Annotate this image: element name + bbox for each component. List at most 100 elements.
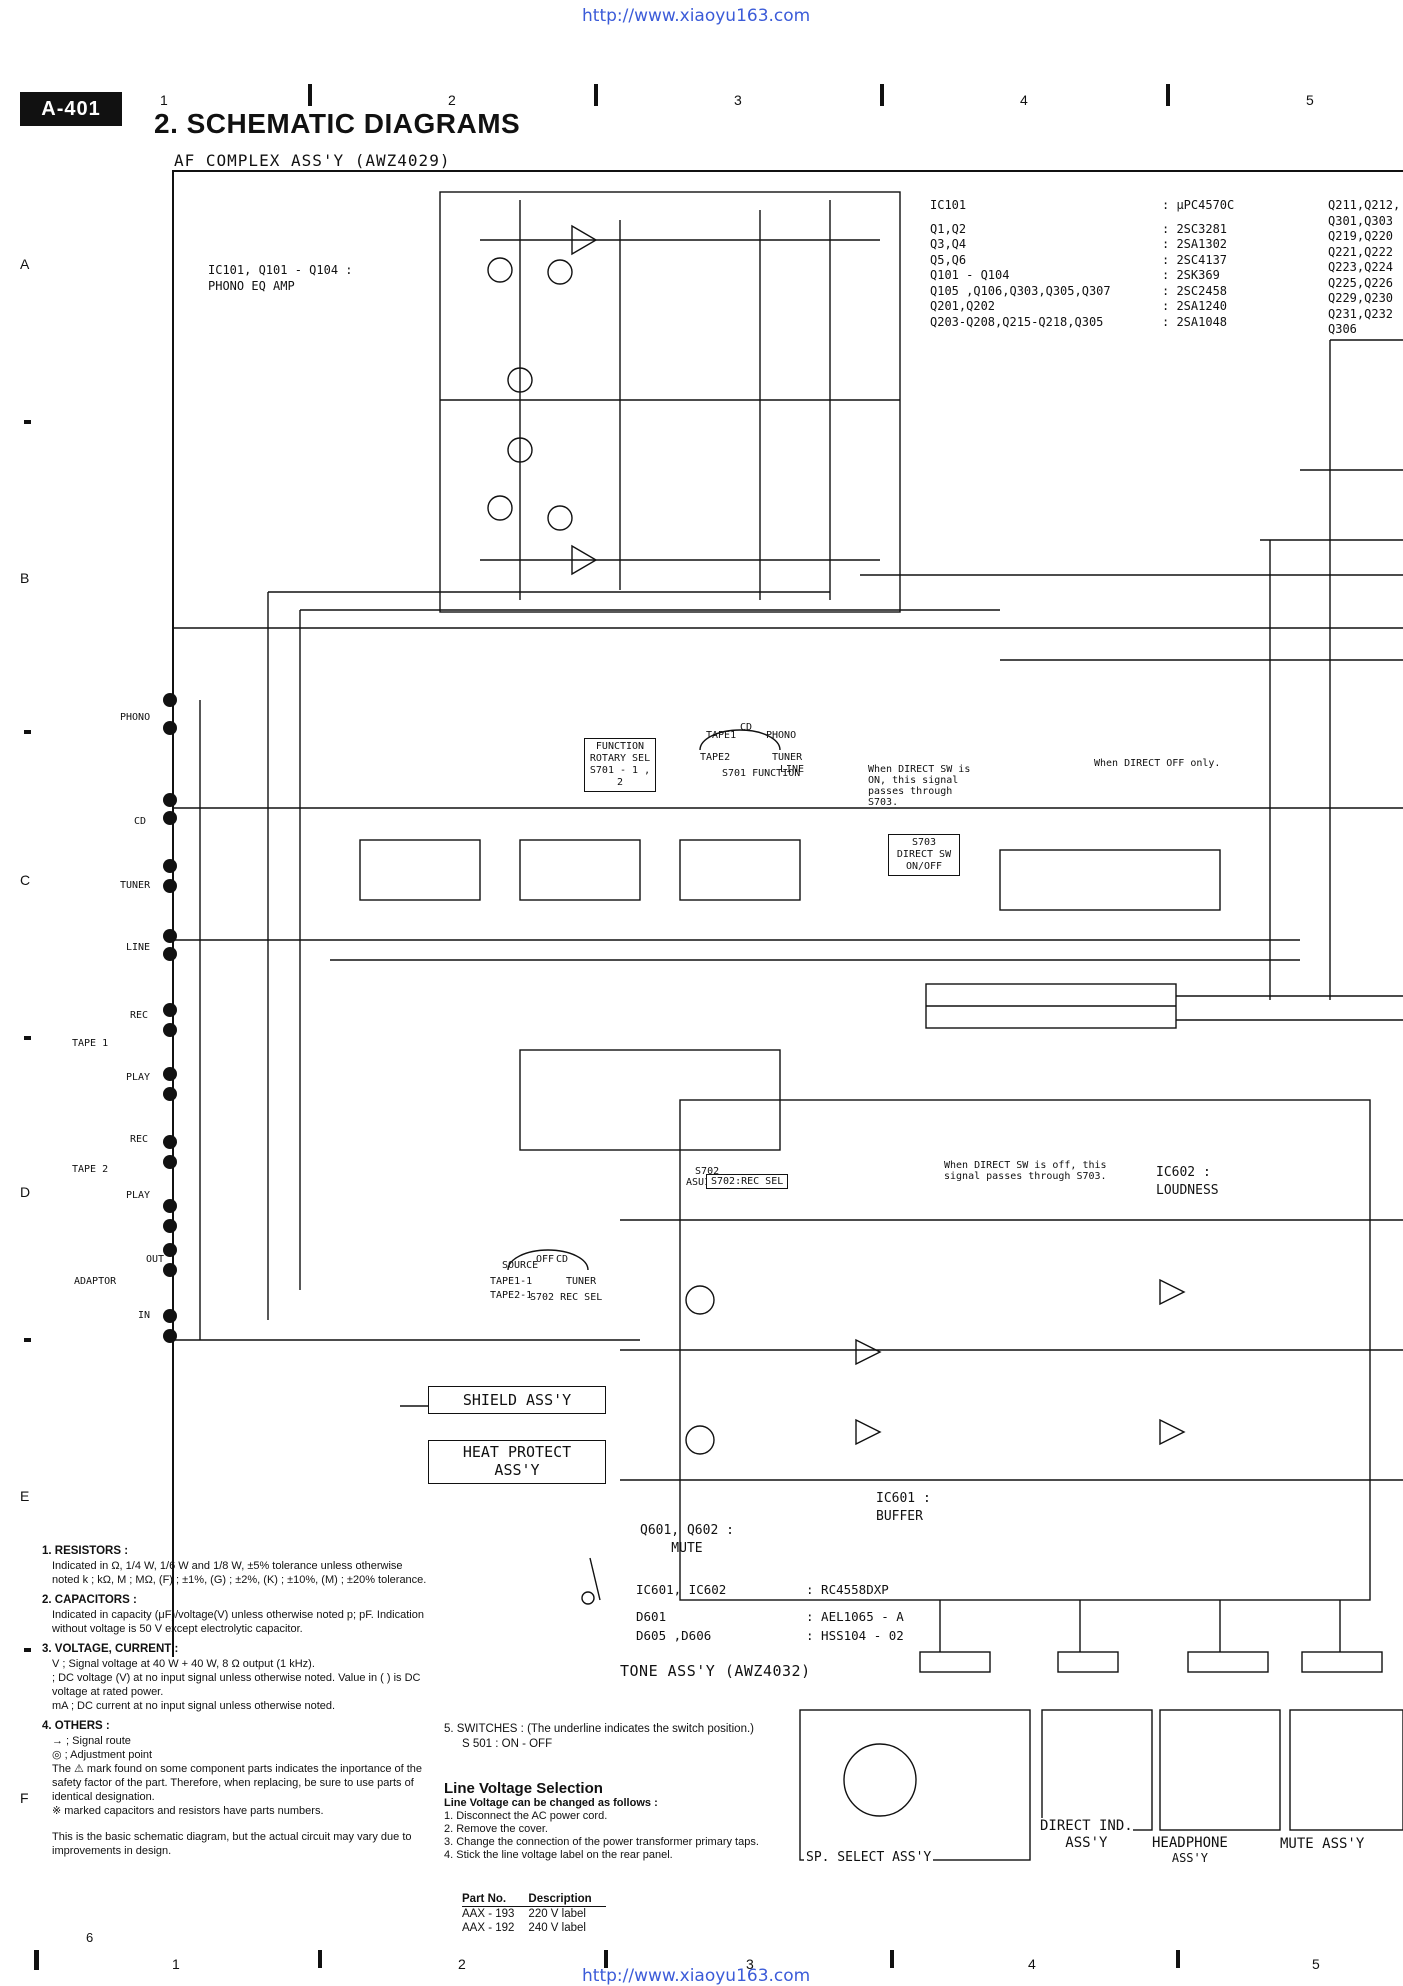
assy-label: ASS'Y bbox=[1171, 1851, 1208, 1865]
jack-label: REC bbox=[130, 1134, 149, 1145]
col-3: 3 bbox=[734, 92, 742, 108]
notes-text: Indicated in capacity (μF)/voltage(V) un… bbox=[52, 1609, 424, 1635]
row-tick bbox=[24, 730, 31, 734]
table-cell: AAX - 193 bbox=[462, 1908, 515, 1920]
source-url-bottom[interactable]: http://www.xiaoyu163.com bbox=[582, 1966, 811, 1986]
part-value: : 2SA1048 bbox=[1162, 314, 1228, 329]
part-ref: Q301,Q303 bbox=[1328, 213, 1394, 228]
col-4: 4 bbox=[1020, 92, 1028, 108]
switch-ref: S701 - 1 , 2 bbox=[589, 765, 651, 788]
dial-pos: OFF bbox=[536, 1254, 555, 1265]
jack-label: TUNER bbox=[120, 880, 151, 891]
switches-note: 5. SWITCHES : (The underline indicates t… bbox=[444, 1722, 754, 1752]
jack-label: REC bbox=[130, 1010, 149, 1021]
col-tick bbox=[1176, 1950, 1180, 1968]
line-voltage-step: 2. Remove the cover. bbox=[444, 1823, 548, 1835]
col-tick bbox=[318, 1950, 322, 1968]
table-cell: 240 V label bbox=[528, 1922, 586, 1934]
column-header: Description bbox=[528, 1892, 606, 1907]
line-voltage-table: Part No. Description AAX - 193 220 V lab… bbox=[462, 1892, 606, 1935]
part-value: : 2SA1240 bbox=[1162, 299, 1228, 313]
line-voltage-intro: Line Voltage can be changed as follows : bbox=[444, 1797, 658, 1809]
heat-protect-label: HEAT PROTECT bbox=[462, 1443, 572, 1461]
line-voltage-step: 4. Stick the line voltage label on the r… bbox=[444, 1849, 673, 1861]
col-tick bbox=[594, 84, 598, 106]
rec-sel-box: S702:REC SEL bbox=[706, 1174, 789, 1189]
notes-text: → ; Signal route bbox=[52, 1735, 131, 1747]
dial-pos: TAPE2 bbox=[700, 752, 731, 763]
jack-label: PLAY bbox=[126, 1072, 151, 1083]
parts-list-right: : μPC4570C : 2SC3281 : 2SA1302 : 2SC4137… bbox=[1162, 198, 1234, 330]
direct-sw-label: DIRECT SW bbox=[896, 849, 952, 860]
phono-eq-label: IC101, Q101 - Q104 : PHONO EQ AMP bbox=[208, 263, 353, 293]
ic601-label: IC601 : BUFFER bbox=[876, 1490, 931, 1526]
part-ref: Q306 bbox=[1328, 322, 1357, 336]
part-value: : 2SC2458 bbox=[1162, 283, 1228, 298]
col-1: 1 bbox=[160, 92, 168, 108]
dial-pos: TAPE1 bbox=[706, 730, 737, 741]
table-cell: 220 V label bbox=[528, 1908, 586, 1920]
ic602-label: IC602 : LOUDNESS bbox=[1156, 1164, 1219, 1200]
jack-label: TAPE 1 bbox=[72, 1038, 109, 1049]
heat-protect-box: HEAT PROTECT ASS'Y bbox=[428, 1440, 606, 1484]
assy-label: HEADPHONE bbox=[1152, 1835, 1228, 1851]
notes-heading: 4. OTHERS : bbox=[42, 1720, 110, 1732]
rotary-label: ROTARY SEL bbox=[589, 753, 651, 764]
part-value: : AEL1065 - A bbox=[806, 1609, 904, 1624]
dial-pos: TAPE2-1 bbox=[490, 1290, 533, 1301]
notes-text: mA ; DC current at no input signal unles… bbox=[52, 1700, 336, 1712]
dial-pos: LINE bbox=[780, 764, 805, 775]
corner-mark bbox=[34, 1950, 39, 1970]
part-ref: Q225,Q226 bbox=[1328, 275, 1394, 290]
assembly-title: AF COMPLEX ASS'Y (AWZ4029) bbox=[174, 151, 451, 170]
notes-text: ; DC voltage (V) at no input signal unle… bbox=[52, 1672, 421, 1698]
part-ref: Q3,Q4 bbox=[930, 237, 967, 251]
parts-list-far: Q211,Q212, Q301,Q303 Q219,Q220 Q221,Q222… bbox=[1328, 198, 1403, 338]
part-ref: Q601, Q602 : bbox=[640, 1523, 734, 1538]
part-ref: Q223,Q224 bbox=[1328, 260, 1394, 274]
part-ref: Q221,Q222 bbox=[1328, 244, 1394, 259]
part-ref: Q5,Q6 bbox=[930, 252, 967, 267]
row-c: C bbox=[20, 872, 31, 888]
row-tick bbox=[24, 420, 31, 424]
part-value: : 2SA1302 bbox=[1162, 237, 1228, 251]
source-url[interactable]: http://www.xiaoyu163.com bbox=[582, 6, 811, 26]
part-value: : 2SC4137 bbox=[1162, 252, 1228, 267]
part-ref: Q105 ,Q106,Q303,Q305,Q307 bbox=[930, 283, 1111, 298]
dial-pos: TAPE1-1 bbox=[490, 1276, 533, 1287]
dial-pos: SOURCE bbox=[502, 1260, 539, 1271]
ic-ref: IC601 : bbox=[876, 1491, 931, 1506]
part-value: : 2SK369 bbox=[1162, 268, 1220, 282]
part-ref: IC101 bbox=[930, 198, 967, 212]
row-tick bbox=[24, 1648, 31, 1652]
col-2: 2 bbox=[448, 92, 456, 108]
notes-text: V ; Signal voltage at 40 W + 40 W, 8 Ω o… bbox=[52, 1658, 315, 1670]
column-header: Part No. bbox=[462, 1892, 529, 1907]
part-ref: Q211,Q212, bbox=[1328, 198, 1401, 212]
row-f: F bbox=[20, 1790, 29, 1806]
notes-text: This is the basic schematic diagram, but… bbox=[52, 1831, 412, 1857]
page-number: 6 bbox=[86, 1930, 94, 1945]
direct-on-note: When DIRECT SW is ON, this signal passes… bbox=[868, 764, 971, 808]
direct-off-path-note: When DIRECT SW is off, this signal passe… bbox=[944, 1160, 1107, 1182]
part-ref: Q229,Q230 bbox=[1328, 291, 1394, 305]
jack-label: PLAY bbox=[126, 1190, 151, 1201]
switches-heading: 5. SWITCHES : (The underline indicates t… bbox=[444, 1723, 754, 1735]
part-value: : HSS104 - 02 bbox=[806, 1628, 904, 1643]
parts-list-left: IC101 Q1,Q2 Q3,Q4 Q5,Q6 Q101 - Q104 Q105… bbox=[930, 198, 1111, 330]
jack-label: ADAPTOR bbox=[74, 1276, 117, 1287]
mute-transistor-label: Q601, Q602 : MUTE bbox=[640, 1522, 734, 1558]
part-ref: Q201,Q202 bbox=[930, 299, 996, 313]
dial-pos: PHONO bbox=[766, 730, 797, 741]
col-tick bbox=[890, 1950, 894, 1968]
part-ref: D605 ,D606 bbox=[636, 1628, 712, 1643]
col-tick bbox=[880, 84, 884, 106]
schematic-frame bbox=[172, 170, 1403, 1657]
dial-pos: TUNER bbox=[566, 1276, 597, 1287]
col-tick bbox=[308, 84, 312, 106]
notes-text: ◎ ; Adjustment point bbox=[52, 1749, 153, 1761]
line-voltage-step: 3. Change the connection of the power tr… bbox=[444, 1836, 759, 1848]
col-1-bottom: 1 bbox=[172, 1956, 180, 1972]
direct-ind-title: DIRECT IND. ASS'Y bbox=[1040, 1818, 1133, 1852]
schematic-notes: 1. RESISTORS : Indicated in Ω, 1/4 W, 1/… bbox=[42, 1538, 432, 1858]
